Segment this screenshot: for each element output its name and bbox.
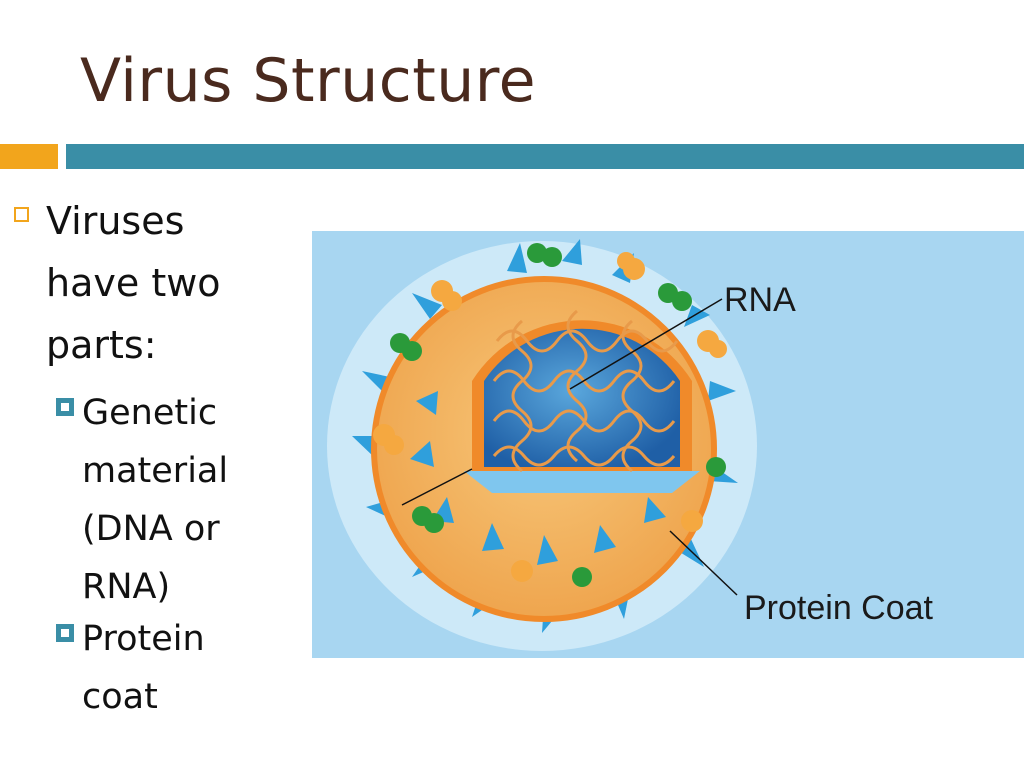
virus-diagram-svg: RNA Protein Coat xyxy=(327,239,934,651)
coat-leader-line xyxy=(669,530,738,596)
slide-title: Virus Structure xyxy=(80,46,537,116)
genome-core xyxy=(484,328,680,467)
hollow-square-bullet-icon xyxy=(14,207,29,222)
virus-diagram: RNA Protein Coat xyxy=(312,231,1024,658)
bullet-sub-genetic-text: Genetic material (DNA or RNA) xyxy=(82,393,229,607)
accent-bar-gold xyxy=(0,144,58,169)
inner-spikes xyxy=(410,391,666,565)
bullet-sub-coat-text: Protein coat xyxy=(82,619,205,717)
square-bullet-icon xyxy=(56,624,74,642)
bullet-main-text: Viruses have two parts: xyxy=(46,199,221,367)
surface-proteins xyxy=(373,243,727,587)
rna-strands xyxy=(492,309,679,473)
accent-bar-teal xyxy=(66,144,1024,169)
label-rna: RNA xyxy=(724,281,796,319)
label-protein-coat: Protein Coat xyxy=(744,589,934,627)
square-bullet-icon xyxy=(56,398,74,416)
shell-leader-line xyxy=(401,468,473,506)
cut-floor xyxy=(464,471,700,493)
rna-leader-line xyxy=(569,298,723,390)
